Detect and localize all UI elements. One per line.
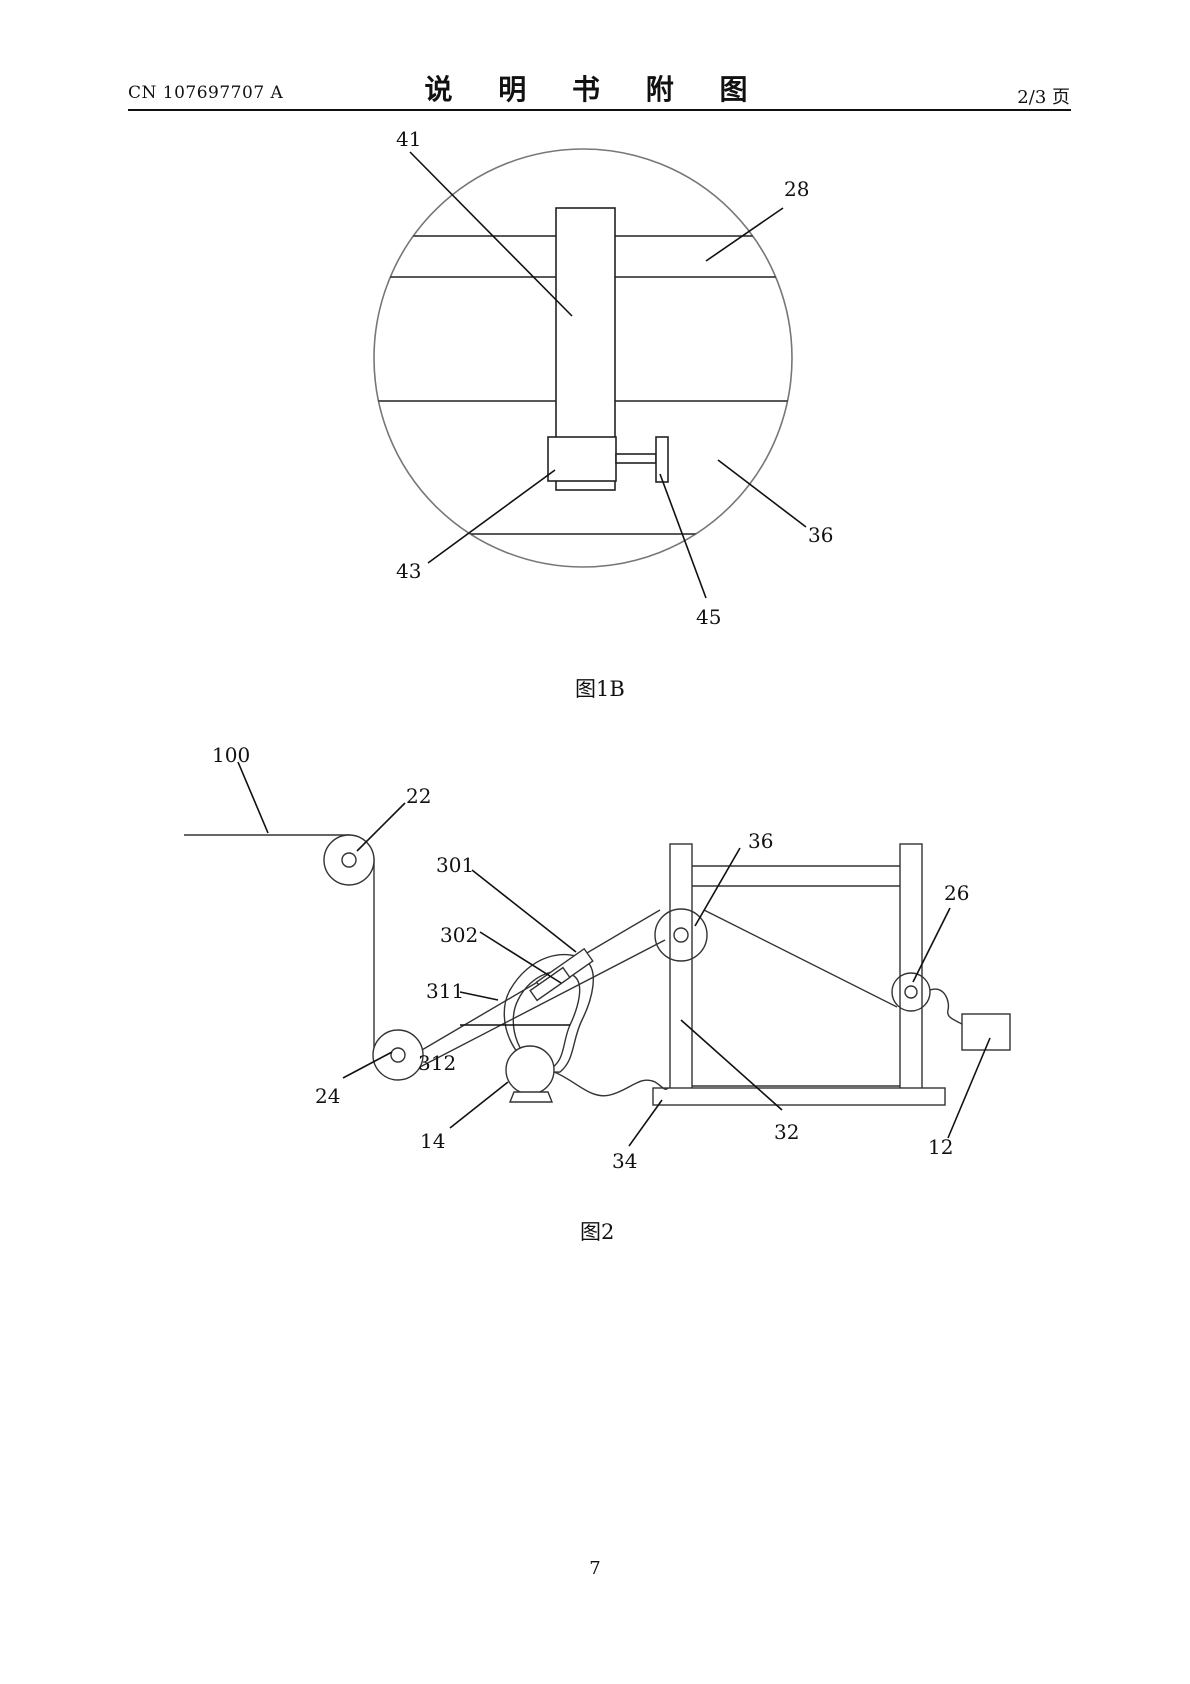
leader-26 (912, 907, 951, 983)
label-12: 12 (928, 1135, 953, 1159)
web-lower (419, 939, 666, 1068)
roller-36-hub (673, 927, 689, 943)
page-number: 7 (589, 1558, 601, 1579)
frame-base (652, 1087, 946, 1106)
leader-100 (237, 761, 269, 834)
clamp-block (547, 436, 617, 482)
label-41: 41 (396, 127, 421, 151)
frame-left-post (669, 843, 693, 1098)
motor-base (508, 1091, 554, 1103)
label-36-fig2: 36 (748, 829, 773, 853)
leader-41 (409, 151, 573, 317)
leader-22 (356, 802, 406, 852)
leader-24 (342, 1051, 393, 1079)
label-302: 302 (440, 923, 478, 947)
label-28: 28 (784, 177, 809, 201)
leader-45 (659, 473, 707, 599)
roller-22-hub (341, 852, 357, 868)
label-32: 32 (774, 1120, 799, 1144)
leader-12 (947, 1037, 991, 1139)
leader-301 (471, 869, 577, 953)
leader-34 (628, 1099, 663, 1147)
leader-36 (717, 459, 807, 528)
motor-wire (553, 1071, 669, 1097)
roller-24 (372, 1029, 424, 1081)
document-title: 说 明 书 附 图 (424, 73, 766, 106)
roller-26 (891, 972, 931, 1012)
label-22: 22 (406, 784, 431, 808)
web-to-top-roller (409, 909, 661, 1058)
leader-302 (479, 931, 562, 984)
controller-wire (929, 988, 963, 1025)
heater-302 (529, 966, 571, 1002)
label-45: 45 (696, 605, 721, 629)
figure-1b: 41 28 36 43 45 图1B (373, 127, 833, 701)
figure-1b-caption: 图1B (575, 677, 625, 701)
page-indicator: 2/3 页 (1017, 87, 1070, 108)
controller-12 (961, 1013, 1011, 1051)
leader-311 (459, 991, 499, 1001)
figure-2-caption: 图2 (580, 1220, 614, 1244)
figure-2: 100 22 301 302 311 312 24 14 36 26 32 34… (184, 743, 1011, 1244)
label-34: 34 (612, 1149, 637, 1173)
leader-36-fig2 (694, 847, 741, 927)
label-36: 36 (808, 523, 833, 547)
leader-14 (449, 1081, 509, 1129)
motor-14 (505, 1045, 555, 1095)
web-top-cross (703, 909, 898, 1008)
publication-number: CN 107697707 A (128, 83, 284, 103)
label-100: 100 (212, 743, 250, 767)
roller-26-hub (904, 985, 918, 999)
leader-28 (705, 207, 784, 262)
label-311: 311 (426, 979, 464, 1003)
leader-32 (680, 1019, 783, 1111)
label-24: 24 (315, 1084, 340, 1108)
leader-43 (427, 469, 556, 564)
label-14: 14 (420, 1129, 445, 1153)
label-301: 301 (436, 853, 474, 877)
label-26: 26 (944, 881, 969, 905)
label-312: 312 (418, 1051, 456, 1075)
roller-24-hub (390, 1047, 406, 1063)
screw-knob (655, 436, 669, 483)
label-43: 43 (396, 559, 421, 583)
detail-circle (373, 148, 793, 568)
roller-36 (654, 908, 708, 962)
header-rule (128, 109, 1071, 111)
screw-shaft (615, 453, 657, 464)
